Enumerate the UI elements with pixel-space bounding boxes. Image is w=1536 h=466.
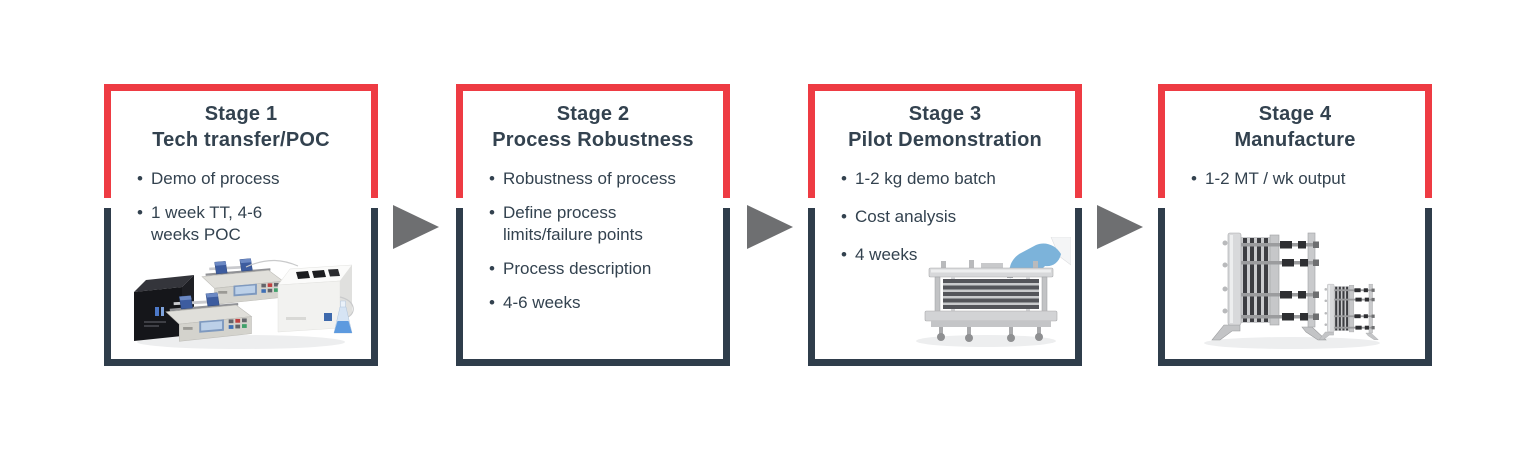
stage-subtitle: Tech transfer/POC (152, 129, 330, 151)
bullet-item: • Cost analysis (833, 206, 1059, 228)
stage-bullet-list: • 1-2 kg demo batch • Cost analysis • 4 wee… (833, 168, 1059, 266)
stage-label: Stage 1 (204, 103, 278, 125)
bullet-dot: • (137, 203, 143, 222)
stage-label: Stage 3 (908, 103, 982, 125)
bullet-dot: • (489, 259, 495, 278)
bullet-dot: • (841, 207, 847, 226)
stage-subtitle: Pilot Demonstration (848, 129, 1042, 151)
bullet-item: • 1-2 kg demo batch (833, 168, 1059, 190)
bullet-item: • Robustness of process (481, 168, 707, 190)
arrow-right-icon (747, 205, 793, 249)
arrow-right-icon (393, 205, 439, 249)
bullet-text: Robustness of process (503, 169, 676, 188)
stage-title: Stage 2 Process Robustness (469, 101, 717, 153)
bullet-text: Process description (503, 259, 652, 278)
stage-bullet-list: • Robustness of process • Define process l… (481, 168, 707, 314)
stage-subtitle: Manufacture (1234, 129, 1356, 151)
plate-stack (943, 279, 1039, 309)
bullet-text: Demo of process (151, 169, 280, 188)
bullet-text: Cost analysis (855, 207, 957, 226)
bullet-item: • 4-6 weeks (481, 292, 707, 314)
bullet-dot: • (841, 169, 847, 188)
bullet-dot: • (489, 169, 495, 188)
arrow-right-icon (1097, 205, 1143, 249)
bullet-item: • Define process limits/failure points (481, 202, 653, 246)
bullet-item: • Process description (481, 258, 707, 280)
stage-bullet-list: • 1-2 MT / wk output (1183, 168, 1409, 190)
bullet-text: 1 week TT, 4-6 weeks POC (151, 203, 263, 244)
stage-subtitle: Process Robustness (492, 129, 694, 151)
stage-title: Stage 1 Tech transfer/POC (117, 101, 365, 153)
bullet-dot: • (137, 169, 143, 188)
production-plate-reactor-units-photo (1204, 232, 1380, 349)
stage-bullet-list: • Demo of process • 1 week TT, 4-6 weeks P… (129, 168, 355, 246)
bullet-item: • 1 week TT, 4-6 weeks POC (129, 202, 307, 246)
stage-label: Stage 4 (1258, 103, 1332, 125)
bullet-text: Define process limits/failure points (503, 203, 643, 244)
bullet-item: • 4 weeks (833, 244, 1059, 266)
reactor-box (277, 264, 353, 333)
stage-card-3: Stage 3 Pilot Demonstration • 1-2 kg demo … (808, 84, 1082, 366)
bullet-dot: • (1191, 169, 1197, 188)
bullet-text: 1-2 MT / wk output (1205, 169, 1346, 188)
bullet-text: 4 weeks (855, 245, 918, 264)
stage-content: Stage 1 Tech transfer/POC • Demo of proces… (111, 91, 371, 359)
stage-card-2: Stage 2 Process Robustness • Robustness of… (456, 84, 730, 366)
flask (333, 300, 353, 334)
stage-content: Stage 3 Pilot Demonstration • 1-2 kg demo … (815, 91, 1075, 359)
bullet-text: 4-6 weeks (503, 293, 581, 312)
stage-label: Stage 2 (556, 103, 630, 125)
casters (937, 327, 1043, 342)
bullet-text: 1-2 kg demo batch (855, 169, 996, 188)
benchtop-flow-chemistry-equipment-photo (134, 257, 354, 349)
stage-title: Stage 4 Manufacture (1171, 101, 1419, 153)
bullet-dot: • (489, 203, 495, 222)
bullet-item: • Demo of process (129, 168, 355, 190)
stage-card-4: Stage 4 Manufacture • 1-2 MT / wk output (1158, 84, 1432, 366)
stage-title: Stage 3 Pilot Demonstration (821, 101, 1069, 153)
stage-content: Stage 2 Process Robustness • Robustness of… (463, 91, 723, 359)
stage-card-1: Stage 1 Tech transfer/POC • Demo of proces… (104, 84, 378, 366)
bullet-dot: • (841, 245, 847, 264)
bullet-item: • 1-2 MT / wk output (1183, 168, 1409, 190)
bullet-dot: • (489, 293, 495, 312)
stage-content: Stage 4 Manufacture • 1-2 MT / wk output (1165, 91, 1425, 359)
pilot-plate-reactor-with-gloved-hand-photo (916, 237, 1071, 347)
